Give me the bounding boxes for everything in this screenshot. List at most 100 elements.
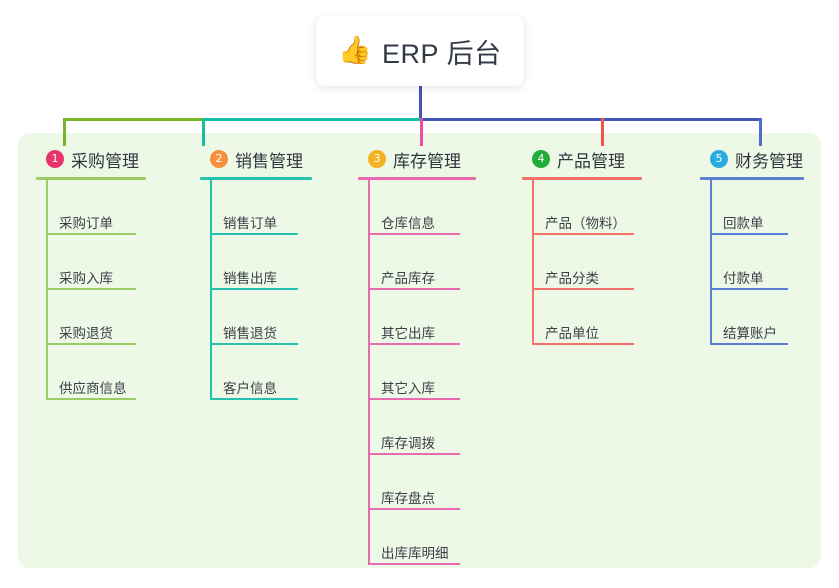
- leaf-label: 客户信息: [223, 381, 277, 396]
- column-title-4: 产品管理: [557, 151, 625, 171]
- leaf-label: 销售出库: [223, 271, 277, 286]
- column-title-2: 销售管理: [235, 151, 303, 171]
- leaf-label: 销售订单: [223, 216, 277, 231]
- leaf-rule: [532, 343, 634, 345]
- leaf-list-4: 产品（物料） 产品分类产品单位: [522, 180, 682, 345]
- column-badge-4: 4: [532, 150, 550, 168]
- column-badge-3: 3: [368, 150, 386, 168]
- leaf-list-3: 仓库信息产品库存其它出库其它入库库存调拨库存盘点出库库明细: [358, 180, 516, 565]
- leaf-item[interactable]: 产品库存: [358, 235, 516, 290]
- root-node[interactable]: 👍 ERP 后台: [316, 16, 524, 86]
- leaf-label: 付款单: [723, 271, 764, 286]
- leaf-rule: [210, 288, 298, 290]
- leaf-label: 销售退货: [223, 326, 277, 341]
- connector-bar-segment-teal: [202, 118, 420, 121]
- connector-stem-2: [202, 118, 205, 146]
- leaf-rule: [368, 453, 460, 455]
- leaf-label: 产品（物料）: [545, 216, 626, 231]
- leaf-item[interactable]: 回款单: [700, 180, 839, 235]
- connector-stem-3: [420, 118, 423, 146]
- column-rule-3: [358, 177, 476, 180]
- leaf-rule: [46, 288, 136, 290]
- trunk-line-1: [46, 180, 48, 400]
- connector-bar-segment-blue: [420, 118, 761, 121]
- connector-stem-4: [601, 118, 604, 146]
- trunk-line-5: [710, 180, 712, 345]
- leaf-rule: [46, 233, 136, 235]
- leaf-rule: [46, 343, 136, 345]
- leaf-item[interactable]: 其它入库: [358, 345, 516, 400]
- connector-stem-1: [63, 118, 66, 146]
- leaf-item[interactable]: 供应商信息: [36, 345, 186, 400]
- connector-root-stem: [419, 86, 422, 121]
- leaf-label: 回款单: [723, 216, 764, 231]
- leaf-rule: [368, 343, 460, 345]
- leaf-rule: [710, 343, 788, 345]
- leaf-rule: [210, 343, 298, 345]
- leaf-list-5: 回款单付款单结算账户: [700, 180, 839, 345]
- leaf-item[interactable]: 产品（物料）: [522, 180, 682, 235]
- leaf-label: 采购退货: [59, 326, 113, 341]
- leaf-item[interactable]: 产品分类: [522, 235, 682, 290]
- leaf-label: 其它入库: [381, 381, 435, 396]
- leaf-item[interactable]: 销售退货: [200, 290, 352, 345]
- trunk-line-3: [368, 180, 370, 565]
- diagram-board: [18, 133, 821, 568]
- column-rule-5: [700, 177, 804, 180]
- column-4: 4 产品管理产品（物料） 产品分类产品单位: [522, 146, 682, 345]
- leaf-label: 出库库明细: [381, 546, 449, 561]
- leaf-item[interactable]: 出库库明细: [358, 510, 516, 565]
- column-header-4[interactable]: 4 产品管理: [522, 146, 682, 172]
- leaf-label: 采购订单: [59, 216, 113, 231]
- column-rule-1: [36, 177, 146, 180]
- leaf-item[interactable]: 库存调拨: [358, 400, 516, 455]
- column-badge-1: 1: [46, 150, 64, 168]
- column-rule-4: [522, 177, 642, 180]
- leaf-rule: [210, 398, 298, 400]
- leaf-item[interactable]: 仓库信息: [358, 180, 516, 235]
- leaf-rule: [532, 233, 634, 235]
- thumbs-up-icon: 👍: [338, 34, 373, 65]
- leaf-item[interactable]: 客户信息: [200, 345, 352, 400]
- column-rule-2: [200, 177, 312, 180]
- leaf-rule: [368, 233, 460, 235]
- leaf-item[interactable]: 采购退货: [36, 290, 186, 345]
- trunk-line-2: [210, 180, 212, 400]
- leaf-label: 库存调拨: [381, 436, 435, 451]
- connector-bar-segment-green: [63, 118, 202, 121]
- column-title-1: 采购管理: [71, 151, 139, 171]
- leaf-rule: [210, 233, 298, 235]
- column-title-5: 财务管理: [735, 151, 803, 171]
- leaf-item[interactable]: 销售订单: [200, 180, 352, 235]
- leaf-item[interactable]: 销售出库: [200, 235, 352, 290]
- leaf-item[interactable]: 采购订单: [36, 180, 186, 235]
- leaf-label: 产品单位: [545, 326, 599, 341]
- page-title: ERP 后台: [382, 38, 502, 69]
- connector-stem-5: [759, 118, 762, 146]
- leaf-label: 库存盘点: [381, 491, 435, 506]
- leaf-item[interactable]: 产品单位: [522, 290, 682, 345]
- leaf-rule: [368, 563, 460, 565]
- leaf-rule: [368, 288, 460, 290]
- leaf-item[interactable]: 结算账户: [700, 290, 839, 345]
- leaf-list-2: 销售订单销售出库销售退货客户信息: [200, 180, 352, 400]
- leaf-item[interactable]: 其它出库: [358, 290, 516, 345]
- leaf-list-1: 采购订单采购入库采购退货供应商信息: [36, 180, 186, 400]
- leaf-label: 产品分类: [545, 271, 599, 286]
- leaf-rule: [368, 508, 460, 510]
- leaf-item[interactable]: 采购入库: [36, 235, 186, 290]
- column-header-1[interactable]: 1 采购管理: [36, 146, 186, 172]
- leaf-item[interactable]: 库存盘点: [358, 455, 516, 510]
- column-1: 1 采购管理采购订单采购入库采购退货供应商信息: [36, 146, 186, 400]
- leaf-item[interactable]: 付款单: [700, 235, 839, 290]
- leaf-label: 仓库信息: [381, 216, 435, 231]
- leaf-rule: [532, 288, 634, 290]
- leaf-rule: [368, 398, 460, 400]
- leaf-label: 其它出库: [381, 326, 435, 341]
